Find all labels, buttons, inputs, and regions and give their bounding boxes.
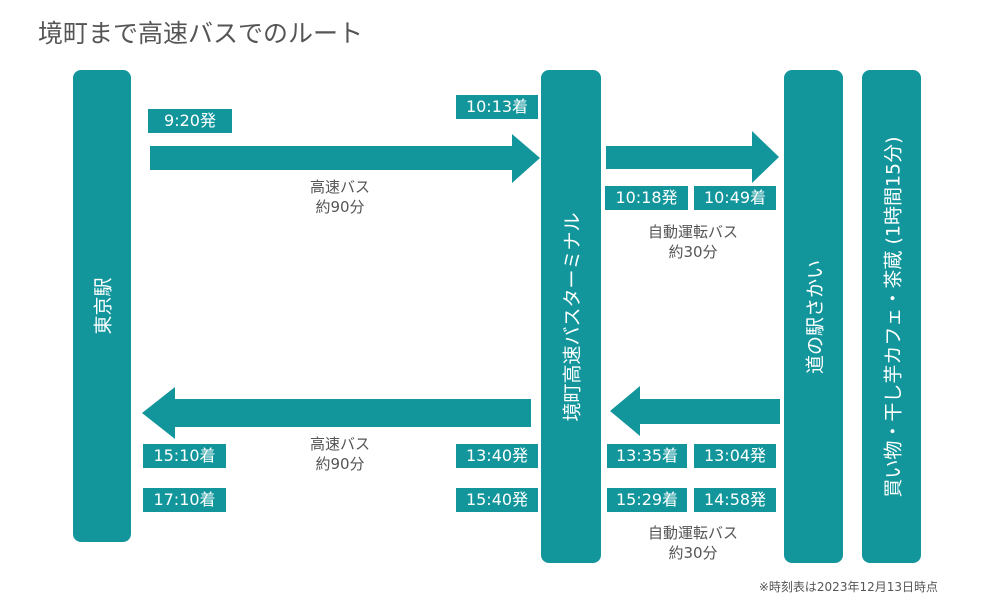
- outbound-autobus-caption: 自動運転バス 約30分: [628, 222, 758, 262]
- shopping-column: 買い物・干し芋カフェ・茶蔵 (1時間15分): [862, 70, 921, 563]
- time-tag-depart-michinoeki-1: 13:04発: [694, 444, 776, 468]
- outbound-highway-caption: 高速バス 約90分: [290, 177, 390, 217]
- caption-mode: 自動運転バス: [647, 223, 738, 241]
- timetable-footnote: ※時刻表は2023年12月13日時点: [758, 580, 938, 594]
- caption-duration: 約30分: [668, 544, 718, 562]
- caption-duration: 約90分: [315, 455, 365, 473]
- time-tag-depart-terminal-1: 13:40発: [456, 444, 538, 468]
- time-tag-arrive-terminal: 10:13着: [456, 95, 538, 119]
- caption-mode: 高速バス: [309, 178, 370, 196]
- time-tag-depart-terminal: 10:18発: [605, 186, 688, 210]
- tokyo-station-column: 東京駅: [73, 70, 131, 542]
- bus-terminal-column: 境町高速バスターミナル: [541, 70, 601, 563]
- return-highway-caption: 高速バス 約90分: [290, 434, 390, 474]
- time-tag-depart-michinoeki-2: 14:58発: [694, 488, 776, 512]
- return-highway-arrow: [142, 387, 531, 439]
- time-tag-arrive-terminal-2: 15:29着: [607, 488, 687, 512]
- time-tag-depart-terminal-2: 15:40発: [456, 488, 538, 512]
- caption-mode: 高速バス: [309, 435, 370, 453]
- outbound-autobus-arrow: [606, 131, 779, 183]
- time-tag-arrive-terminal-1: 13:35着: [607, 444, 687, 468]
- page-title: 境町まで高速バスでのルート: [38, 19, 364, 48]
- return-autobus-arrow: [610, 386, 780, 436]
- time-tag-arrive-tokyo-1: 15:10着: [143, 444, 226, 468]
- return-autobus-caption: 自動運転バス 約30分: [628, 523, 758, 563]
- caption-duration: 約90分: [315, 198, 365, 216]
- caption-mode: 自動運転バス: [647, 524, 738, 542]
- time-tag-arrive-tokyo-2: 17:10着: [143, 488, 226, 512]
- caption-duration: 約30分: [668, 243, 718, 261]
- time-tag-arrive-michinoeki: 10:49着: [694, 186, 776, 210]
- outbound-highway-arrow: [150, 134, 540, 183]
- time-tag-depart-tokyo: 9:20発: [148, 109, 232, 133]
- michinoeki-column: 道の駅さかい: [784, 70, 843, 563]
